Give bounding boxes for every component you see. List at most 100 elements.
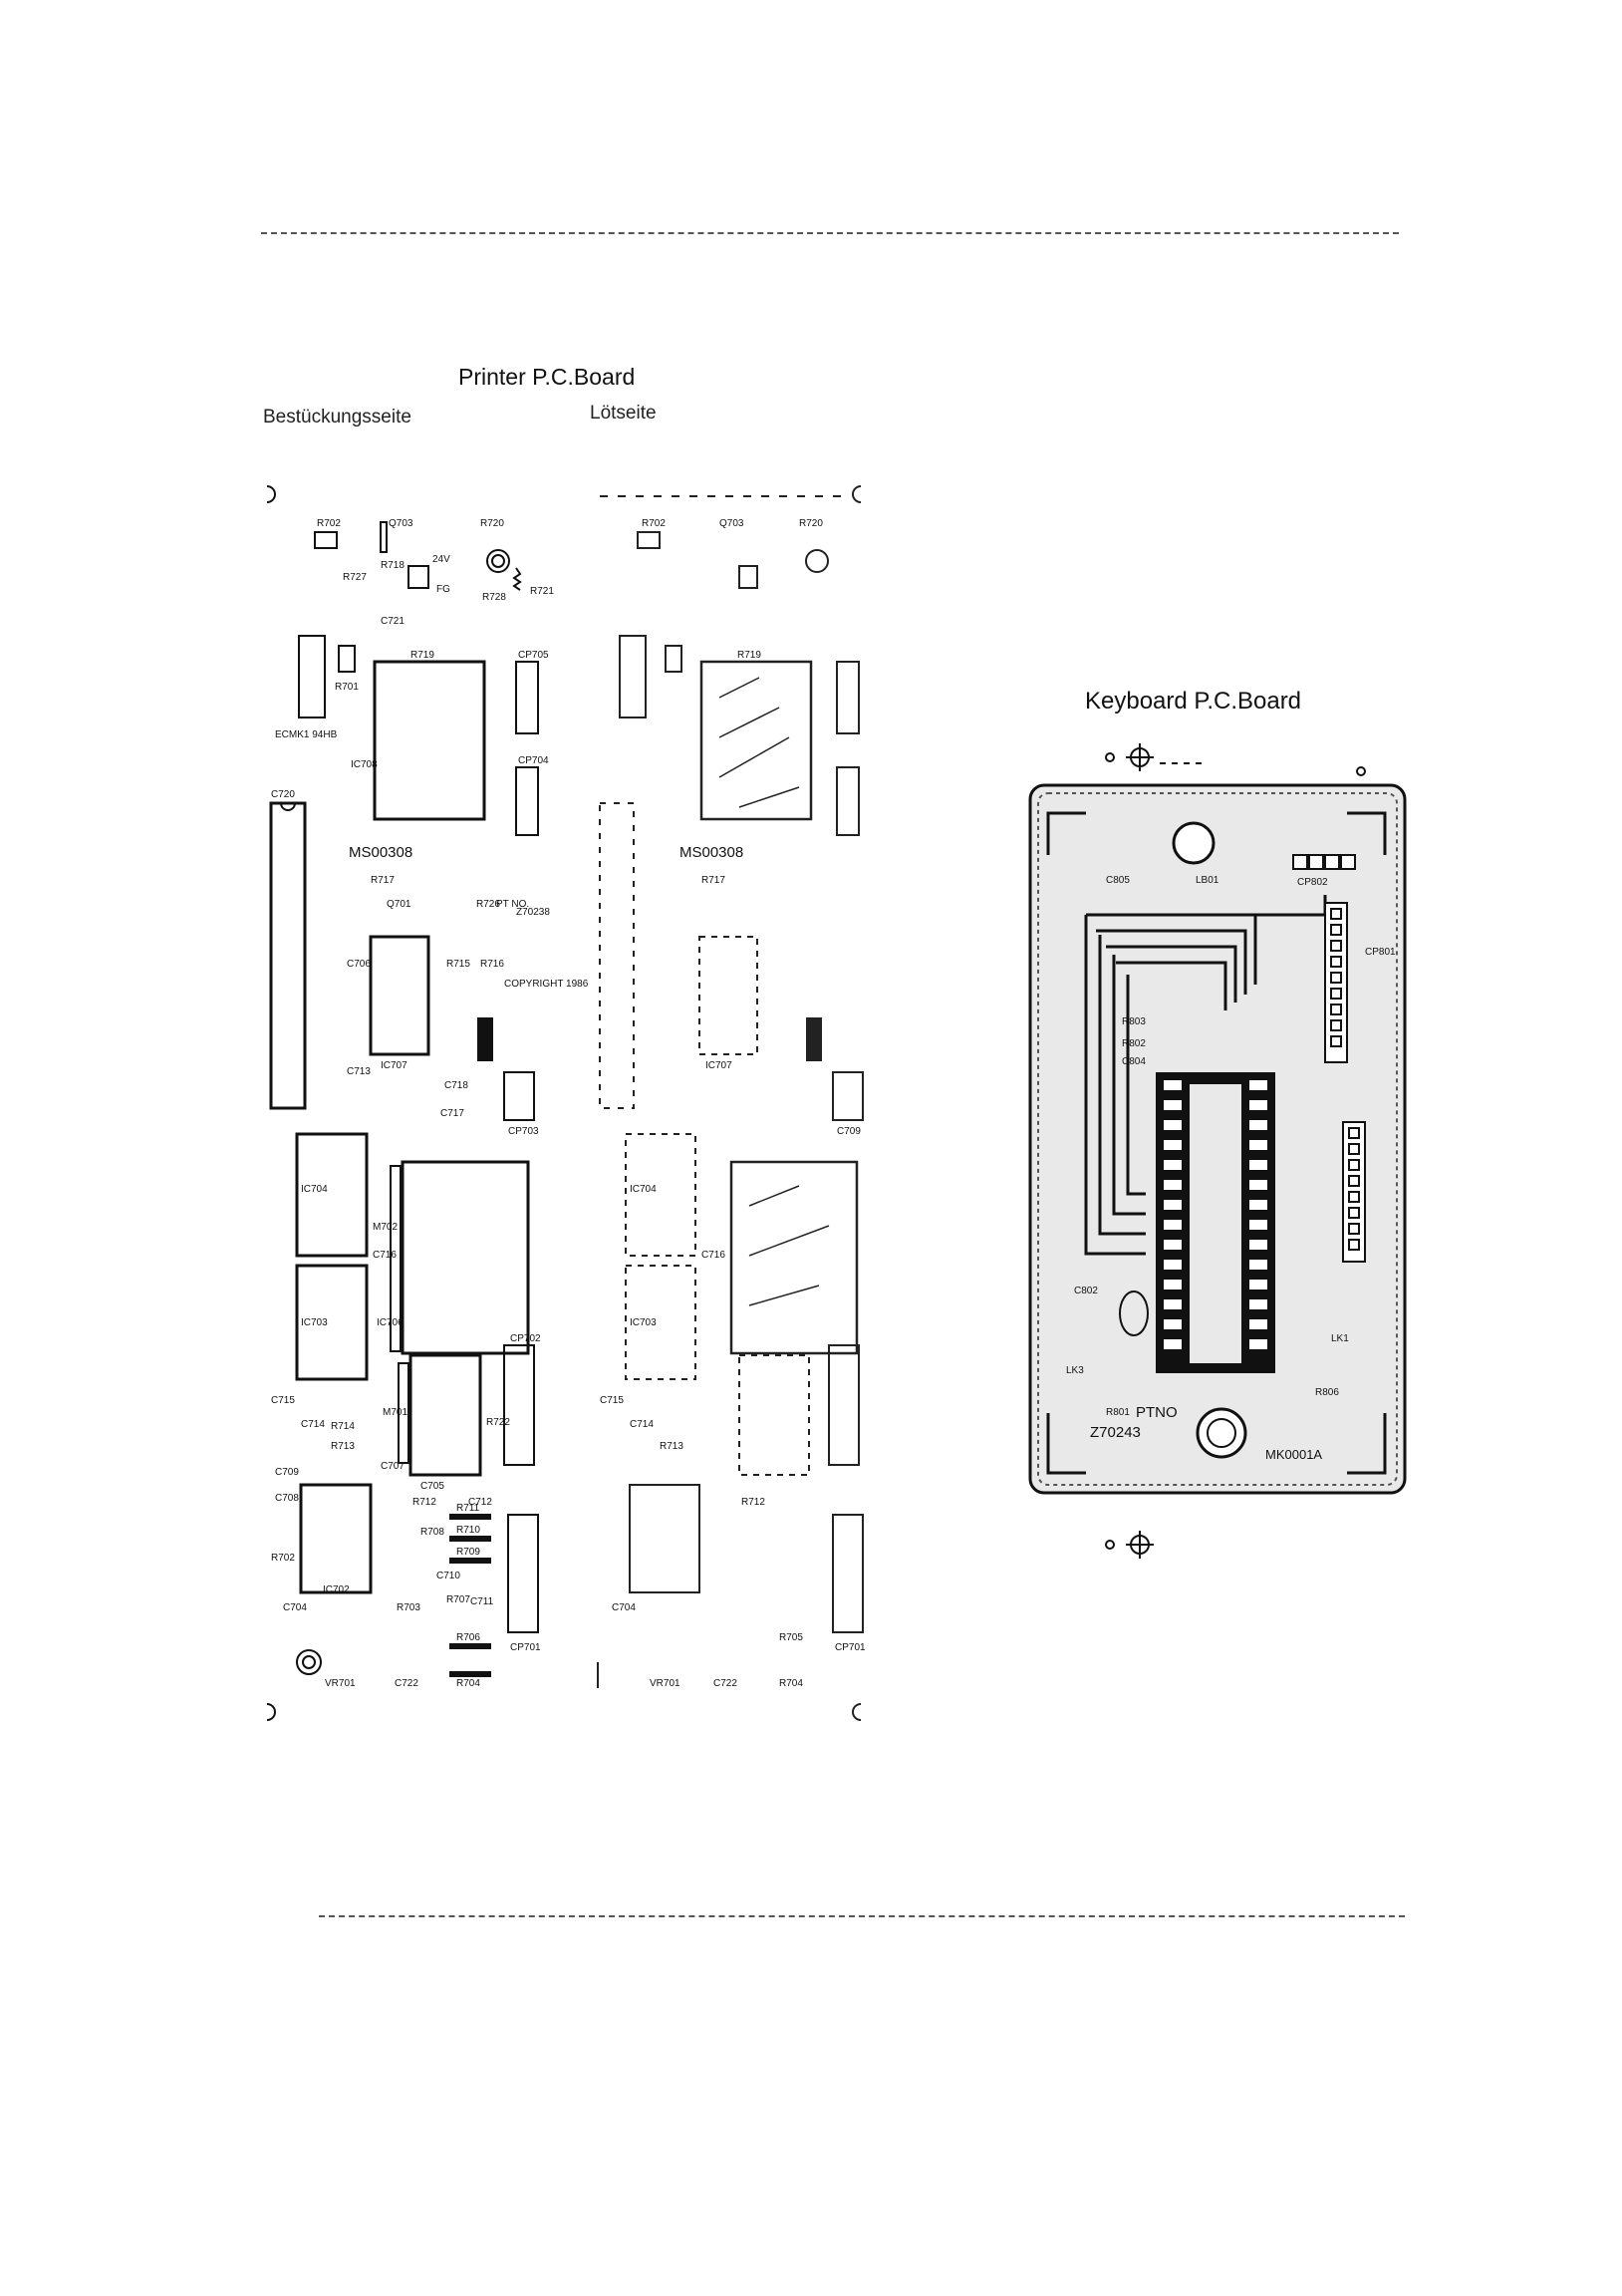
solder-label-ic703: IC703 — [630, 1317, 657, 1328]
solder-label-q703: Q703 — [719, 518, 744, 529]
label-cp703: CP703 — [508, 1126, 539, 1137]
m702-module — [401, 1160, 530, 1355]
keyboard-board-title: Keyboard P.C.Board — [1085, 688, 1302, 715]
label-c711: C711 — [470, 1596, 494, 1607]
header-connector — [298, 635, 326, 718]
label-24v: 24V — [432, 554, 450, 565]
label-c712: C712 — [468, 1497, 492, 1508]
label-r727: R727 — [343, 572, 367, 583]
label-q703: Q703 — [389, 518, 413, 529]
solder-label-c722: C722 — [713, 1678, 737, 1689]
solder-label-ic704: IC704 — [630, 1184, 657, 1195]
solder-label-r704: R704 — [779, 1678, 803, 1689]
printer-solder-diagram: R702 Q703 R720 R719 MS00308 R717 IC707 C… — [597, 485, 866, 1721]
label-r722: R722 — [486, 1417, 510, 1428]
label-r720: R720 — [480, 518, 504, 529]
registration-mark-bl — [266, 1703, 276, 1721]
label-copyright: COPYRIGHT 1986 — [504, 979, 589, 990]
solder-label-r713: R713 — [660, 1441, 683, 1452]
m701-box — [408, 1353, 482, 1477]
bottom-rule — [319, 1915, 1405, 1917]
label-r706: R706 — [456, 1632, 480, 1643]
solder-label-r702: R702 — [642, 518, 666, 529]
label-r714: R714 — [331, 1421, 355, 1432]
kb-label-cp801: CP801 — [1365, 947, 1396, 958]
solder-label-c716: C716 — [701, 1250, 725, 1261]
kb-label-c804: C804 — [1122, 1056, 1146, 1067]
kb-label-lk3: LK3 — [1066, 1365, 1084, 1376]
cp7-connector — [407, 565, 429, 589]
kb-label-mk0001a: MK0001A — [1265, 1447, 1322, 1462]
ic708-box — [373, 660, 486, 821]
label-ms00308: MS00308 — [349, 844, 412, 861]
label-m702: M702 — [373, 1222, 398, 1233]
solder-label-c714: C714 — [630, 1419, 654, 1430]
resistor-r702-body — [314, 531, 338, 549]
solder-label-cp701: CP701 — [835, 1642, 866, 1653]
label-c716: C716 — [373, 1250, 397, 1261]
solder-label-r705: R705 — [779, 1632, 803, 1643]
solder-label-ic707: IC707 — [705, 1060, 732, 1071]
label-r721: R721 — [530, 586, 554, 597]
label-ic704: IC704 — [301, 1184, 328, 1195]
solder-dip-row — [599, 802, 635, 1109]
vr701-circle — [296, 1649, 322, 1675]
ic704-box — [295, 1132, 369, 1258]
keyboard-diagram: C805 LB01 CP802 CP801 R803 R802 C804 LK1… — [1028, 743, 1407, 1559]
cp705-box — [515, 661, 539, 734]
solder-label-c709: C709 — [837, 1126, 861, 1137]
solder-label-c715: C715 — [600, 1395, 624, 1406]
r720-circle — [486, 549, 510, 573]
label-r713: R713 — [331, 1441, 355, 1452]
label-r710: R710 — [456, 1525, 480, 1536]
solder-label-r717: R717 — [701, 875, 725, 886]
label-c720: C720 — [271, 789, 295, 800]
kb-label-ptno: PTNO — [1136, 1404, 1178, 1421]
label-cp701: CP701 — [510, 1642, 541, 1653]
solder-label-c704: C704 — [612, 1602, 636, 1613]
label-m701: M701 — [383, 1407, 407, 1418]
label-c717: C717 — [440, 1108, 464, 1119]
ic702-box — [299, 1483, 373, 1594]
label-ic708: IC708 — [351, 759, 378, 770]
label-ic707: IC707 — [381, 1060, 407, 1071]
printer-board-solder-side: R702 Q703 R720 R719 MS00308 R717 IC707 C… — [590, 468, 879, 1729]
label-c718: C718 — [444, 1080, 468, 1091]
label-c714: C714 — [301, 1419, 325, 1430]
printer-board-component-side: R702 Q703 R720 R727 R718 24V FG R728 R72… — [261, 468, 589, 1729]
label-q701: Q701 — [387, 899, 411, 910]
label-c704: C704 — [283, 1602, 307, 1613]
label-c722: C722 — [395, 1678, 418, 1689]
r701-body — [338, 645, 356, 673]
label-r702: R702 — [317, 518, 341, 529]
label-r728: R728 — [482, 592, 506, 603]
label-r709: R709 — [456, 1547, 480, 1558]
label-r716: R716 — [480, 959, 504, 970]
solder-label-ms00308: MS00308 — [679, 844, 743, 861]
kb-label-c805: C805 — [1106, 875, 1130, 886]
label-c709: C709 — [275, 1467, 299, 1478]
top-rule — [261, 232, 1399, 234]
kb-label-r802: R802 — [1122, 1038, 1146, 1049]
kb-bottom-buzzer — [1196, 1407, 1247, 1459]
kb-buzzer — [1172, 821, 1216, 865]
label-cp704: CP704 — [518, 755, 549, 766]
label-c721: C721 — [381, 616, 405, 627]
kb-label-c802: C802 — [1074, 1286, 1098, 1296]
solder-label-vr701: VR701 — [650, 1678, 680, 1689]
printer-board-title: Printer P.C.Board — [458, 364, 636, 390]
resistor-pack — [477, 1017, 493, 1061]
registration-mark-br — [852, 1703, 862, 1721]
label-z70238: Z70238 — [516, 907, 550, 918]
solder-label-r719: R719 — [737, 650, 761, 661]
label-c710: C710 — [436, 1571, 460, 1581]
label-ic703: IC703 — [301, 1317, 328, 1328]
solder-ic708-area — [699, 660, 813, 821]
cp701-box — [507, 1514, 539, 1633]
label-vr701: VR701 — [325, 1678, 356, 1689]
label-ptno: PT NO. — [496, 899, 529, 910]
label-r712: R712 — [412, 1497, 436, 1508]
r721-zigzag — [512, 567, 522, 591]
ic707-box — [369, 935, 430, 1056]
kb-mark-top-dot — [1105, 752, 1115, 762]
